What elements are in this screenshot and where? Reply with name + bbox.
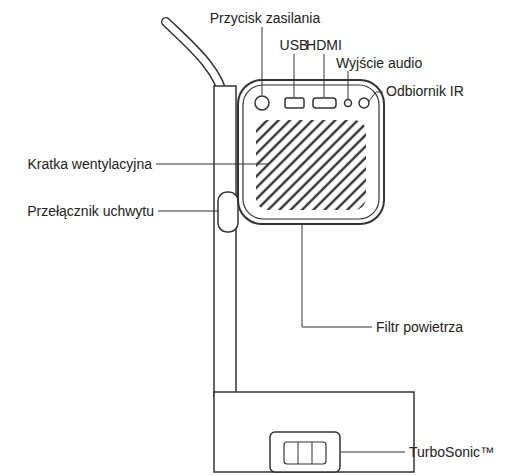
part-label: USB	[280, 37, 309, 53]
part-label: Odbiornik IR	[386, 83, 464, 99]
audio-jack	[345, 100, 352, 107]
holder-switch	[218, 192, 238, 232]
part-label: Przełącznik uchwytu	[27, 203, 154, 219]
turbosonic-part	[270, 432, 340, 472]
part-label: Kratka wentylacyjna	[27, 156, 152, 172]
stand-bar	[214, 86, 236, 396]
power-button	[255, 96, 269, 110]
ir-receiver	[359, 98, 369, 108]
hdmi-port	[313, 98, 336, 108]
part-label: TurboSonic™	[409, 444, 494, 460]
projector-head	[238, 80, 384, 224]
part-label: Przycisk zasilania	[210, 10, 320, 26]
part-label: Wyjście audio	[336, 55, 422, 71]
part-label: Filtr powietrza	[376, 319, 463, 335]
vent-grille	[256, 120, 366, 210]
usb-port	[285, 98, 304, 108]
leader-lines	[156, 27, 405, 452]
base-box	[214, 392, 414, 472]
part-label: HDMI	[306, 37, 342, 53]
